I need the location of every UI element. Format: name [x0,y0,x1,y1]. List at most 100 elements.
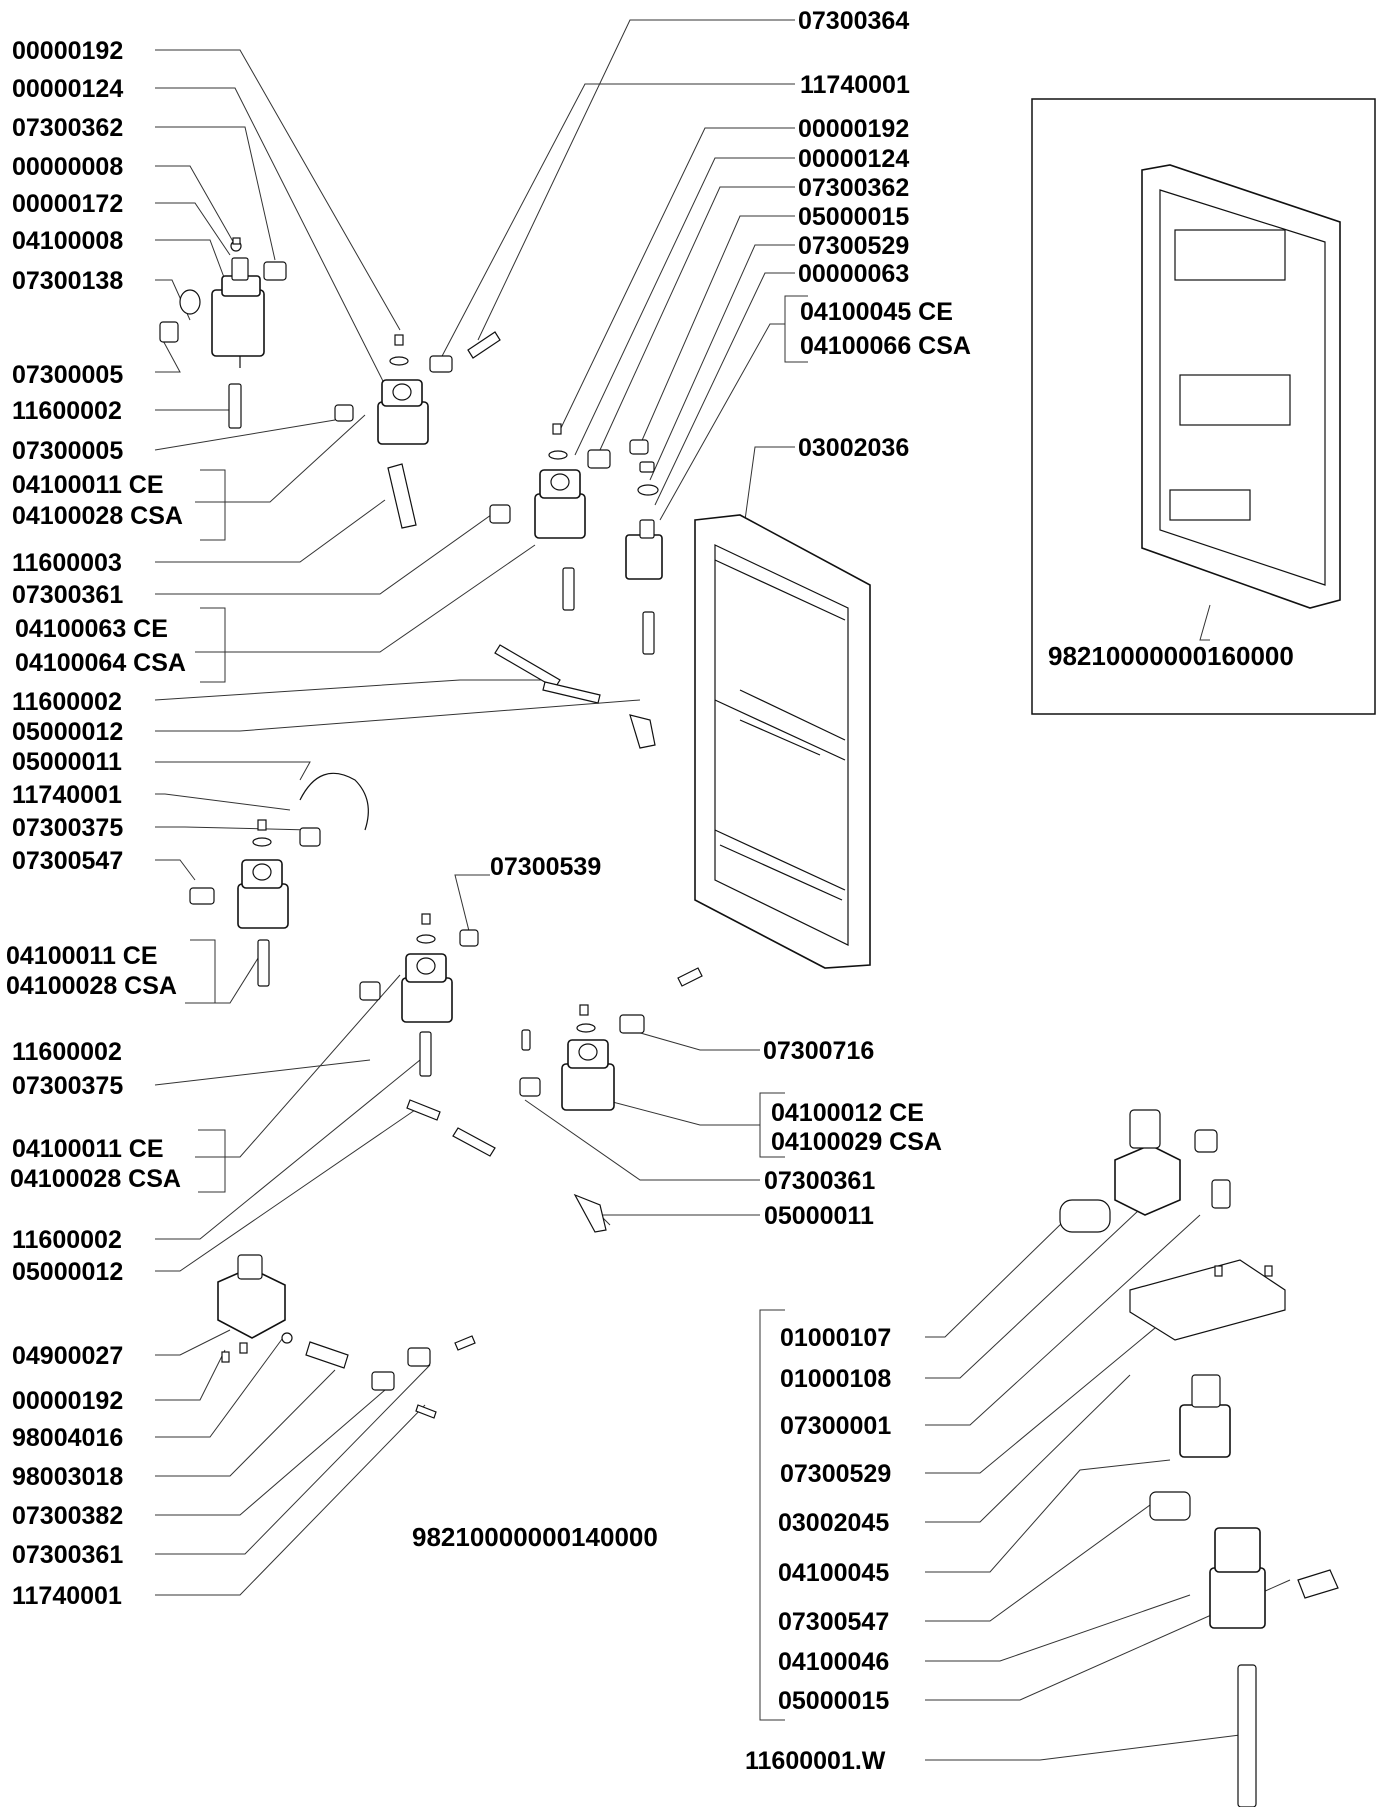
elbow-icon [189,887,215,905]
label-04100046: 04100046 [778,1648,889,1676]
label-07300547: 07300547 [12,847,123,875]
label-04100011-ce: 04100011 CE [12,1135,164,1163]
elbow-icon [489,504,511,524]
label-98004016: 98004016 [12,1424,123,1452]
label-01000108: 01000108 [780,1365,891,1393]
o-ring-icon [281,1332,293,1344]
tube-icon [228,383,242,429]
label-04100012-ce: 04100012 CE [771,1099,924,1127]
elbow-icon [159,321,179,343]
label-04100064-csa: 04100064 CSA [15,649,186,677]
label-05000012: 05000012 [12,718,123,746]
fitting-icon [305,1341,349,1369]
pin-icon [454,1335,476,1351]
y-fitting-icon [573,1193,607,1233]
elbow-icon [359,981,381,1001]
tube-icon [419,1031,432,1077]
label-98003018: 98003018 [12,1463,123,1491]
tee-icon [619,1014,645,1034]
label-00000172: 00000172 [12,190,123,218]
label-03002045: 03002045 [778,1509,889,1537]
assembly-number-inset: 98210000000160000 [1048,641,1294,671]
elbow-icon [299,827,321,847]
label-07300547: 07300547 [778,1608,889,1636]
leader-lines [154,19,1291,1761]
valve-04100046-drawing [1209,1527,1266,1629]
fitting-icon [371,1371,395,1391]
label-07300138: 07300138 [12,267,123,295]
fitting-icon [459,929,479,947]
washer-icon [252,837,272,847]
valve-04100008-drawing [211,257,265,368]
label-07300362: 07300362 [798,174,909,202]
washer-icon [637,484,659,496]
label-07300364: 07300364 [798,7,909,35]
label-07300375: 07300375 [12,814,123,842]
label-00000192: 00000192 [12,37,123,65]
label-11600002: 11600002 [12,397,122,425]
label-04100011-ce: 04100011 CE [12,471,164,499]
frame-03002036-drawing [694,514,871,969]
nut-icon [639,461,655,473]
label-07300005: 07300005 [12,437,123,465]
elbow-icon [1297,1569,1339,1599]
tube-icon [387,463,417,529]
tube-icon [494,644,561,689]
tube-icon [257,939,270,987]
label-07300375: 07300375 [12,1072,123,1100]
screw-icon [232,237,241,245]
label-11600002: 11600002 [12,1226,122,1254]
valve-04100011-c-drawing [401,953,453,1023]
fitting-icon [263,261,287,281]
screw-icon [1214,1265,1223,1277]
label-05000012: 05000012 [12,1258,123,1286]
tee-icon [406,1099,441,1121]
elbow-icon [1194,1129,1218,1153]
pin-icon [521,1029,531,1051]
valve-04100063-drawing [534,469,586,539]
label-07300005: 07300005 [12,361,123,389]
label-04100028-csa: 04100028 CSA [10,1165,181,1193]
label-07300001: 07300001 [780,1412,891,1440]
valve-04100045-drawing [625,519,663,580]
pin-icon [415,1404,437,1419]
label-04100063-ce: 04100063 CE [15,615,168,643]
elbow-icon [334,404,354,422]
label-00000124: 00000124 [12,75,123,103]
assembly-number-main: 98210000000140000 [412,1522,658,1552]
parts-drawings [159,98,1376,1807]
label-04100029-csa: 04100029 CSA [771,1128,942,1156]
pump-block-drawing [1114,1109,1181,1216]
fitting-icon [629,439,649,455]
label-05000011: 05000011 [12,748,122,776]
screw-icon [394,334,404,346]
assembly-inset-drawing [1141,164,1341,609]
label-04100028-csa: 04100028 CSA [12,502,183,530]
washer-icon [576,1023,596,1033]
label-11740001: 11740001 [12,1582,122,1610]
label-07300361: 07300361 [12,581,123,609]
washer-icon [389,356,409,366]
valve-04100011-b-drawing [237,859,289,929]
y-fitting-icon [629,714,656,749]
label-11600002: 11600002 [12,688,122,716]
label-00000192: 00000192 [798,115,909,143]
tube-icon [562,567,575,611]
nut-icon [1211,1179,1231,1209]
screw-icon [221,1351,230,1363]
label-04100011-ce: 04100011 CE [6,942,158,970]
screw-icon [257,819,267,831]
fitting-icon [429,355,453,373]
label-07300361: 07300361 [764,1167,875,1195]
label-00000063: 00000063 [798,260,909,288]
inset-box [1031,98,1376,715]
screw-icon [239,1342,248,1354]
label-03002036: 03002036 [798,434,909,462]
label-00000008: 00000008 [12,153,123,181]
elbow-icon [519,1077,541,1097]
label-05000011: 05000011 [764,1202,874,1230]
label-11600002: 11600002 [12,1038,122,1066]
label-07300716: 07300716 [763,1037,874,1065]
bracket-03002045-icon [1129,1259,1286,1341]
fitting-icon [1149,1491,1191,1521]
